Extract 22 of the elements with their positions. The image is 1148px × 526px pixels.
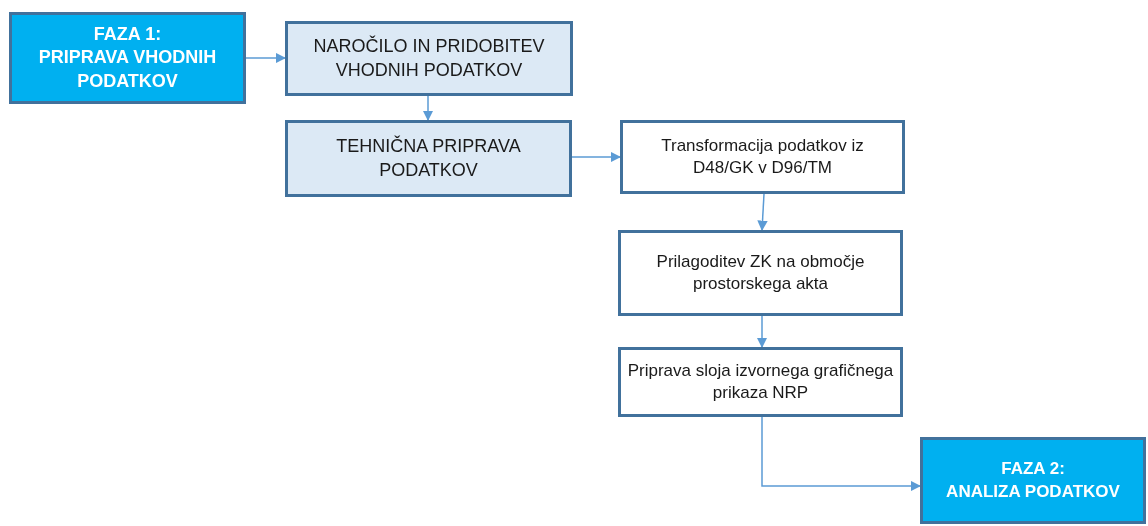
arrow xyxy=(422,95,434,122)
phase-box xyxy=(9,12,246,104)
phase-box xyxy=(920,437,1146,524)
process-box xyxy=(618,230,903,316)
arrow xyxy=(757,193,768,232)
arrow xyxy=(756,315,768,349)
arrow xyxy=(571,151,622,163)
box-text: Prilagoditev ZK na območje prostorskega akta xyxy=(655,250,866,295)
process-box xyxy=(618,347,903,417)
box-text: Priprava sloja izvornega grafičnega prikaza NRP xyxy=(627,359,894,404)
process-box xyxy=(285,120,572,197)
box-text: PRIPRAVA VHODNIH PODATKOV xyxy=(37,46,218,93)
process-box xyxy=(285,21,573,96)
box-text: ANALIZA PODATKOV xyxy=(946,480,1120,503)
process-box xyxy=(620,120,905,194)
box-text: Transformacija podatkov iz D48/GK v D96/TM xyxy=(660,134,865,179)
box-text: TEHNIČNA PRIPRAVA PODATKOV xyxy=(335,135,522,182)
arrow xyxy=(245,52,287,64)
box-text: NAROČILO IN PRIDOBITEV VHODNIH PODATKOV xyxy=(312,35,546,82)
arrow xyxy=(761,416,922,492)
box-text: FAZA 2: xyxy=(1001,458,1065,481)
box-text: FAZA 1: xyxy=(93,22,162,46)
